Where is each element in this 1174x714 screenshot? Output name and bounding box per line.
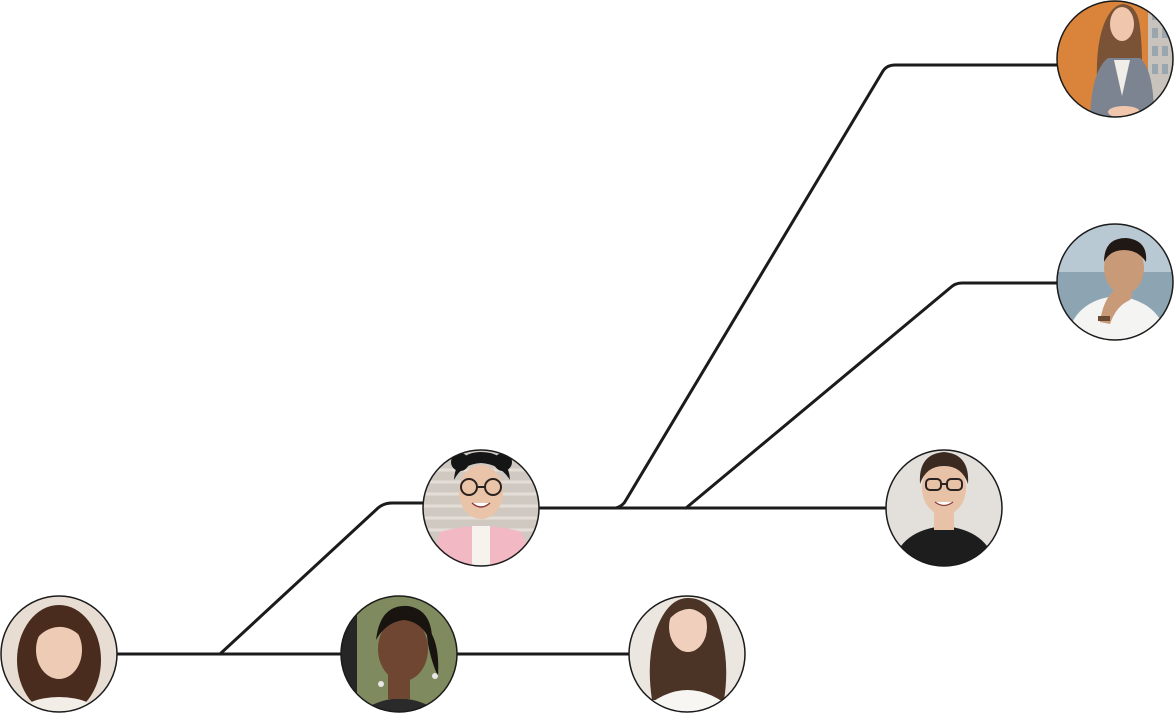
connectors — [115, 63, 1059, 656]
person-node-woman-blazer[interactable] — [1056, 0, 1174, 118]
avatar-woman-glasses-pink-jacket — [423, 450, 539, 566]
person-node-man-glasses[interactable] — [885, 449, 1003, 567]
person-node-man-braids[interactable] — [340, 595, 458, 713]
connector-root-to-woman-glasses — [218, 501, 425, 656]
person-node-root[interactable] — [0, 595, 118, 714]
avatar-man-glasses-black-shirt — [886, 450, 1002, 566]
person-node-man-sea[interactable] — [1056, 223, 1174, 341]
avatar-man-braided-hair — [341, 596, 457, 712]
avatar-woman-long-brown-hair — [1, 596, 117, 712]
person-node-woman-wavy-hair[interactable] — [628, 595, 746, 713]
person-node-woman-glasses[interactable] — [422, 449, 540, 567]
connector-woman-glasses-to-woman-blazer — [614, 63, 1059, 510]
connector-woman-glasses-to-man-sea — [684, 281, 1059, 510]
avatar-woman-grey-blazer — [1057, 1, 1173, 117]
